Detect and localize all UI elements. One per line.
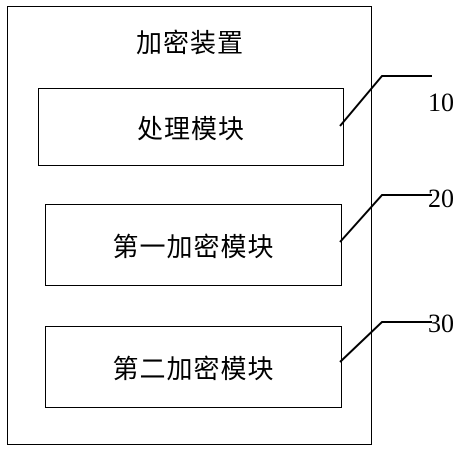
first-encryption-module-box: 第一加密模块 xyxy=(45,204,342,286)
ref-number-first-encryption-module: 20 xyxy=(428,184,454,213)
device-title: 加密装置 xyxy=(135,29,244,59)
processing-module-label: 处理模块 xyxy=(136,114,245,145)
ref-number-processing-module: 10 xyxy=(428,88,454,117)
first-encryption-module-label: 第一加密模块 xyxy=(112,232,275,263)
second-encryption-module-label: 第二加密模块 xyxy=(112,354,275,385)
second-encryption-module-box: 第二加密模块 xyxy=(45,326,342,408)
ref-number-second-encryption-module: 30 xyxy=(428,309,454,338)
processing-module-box: 处理模块 xyxy=(38,88,344,166)
